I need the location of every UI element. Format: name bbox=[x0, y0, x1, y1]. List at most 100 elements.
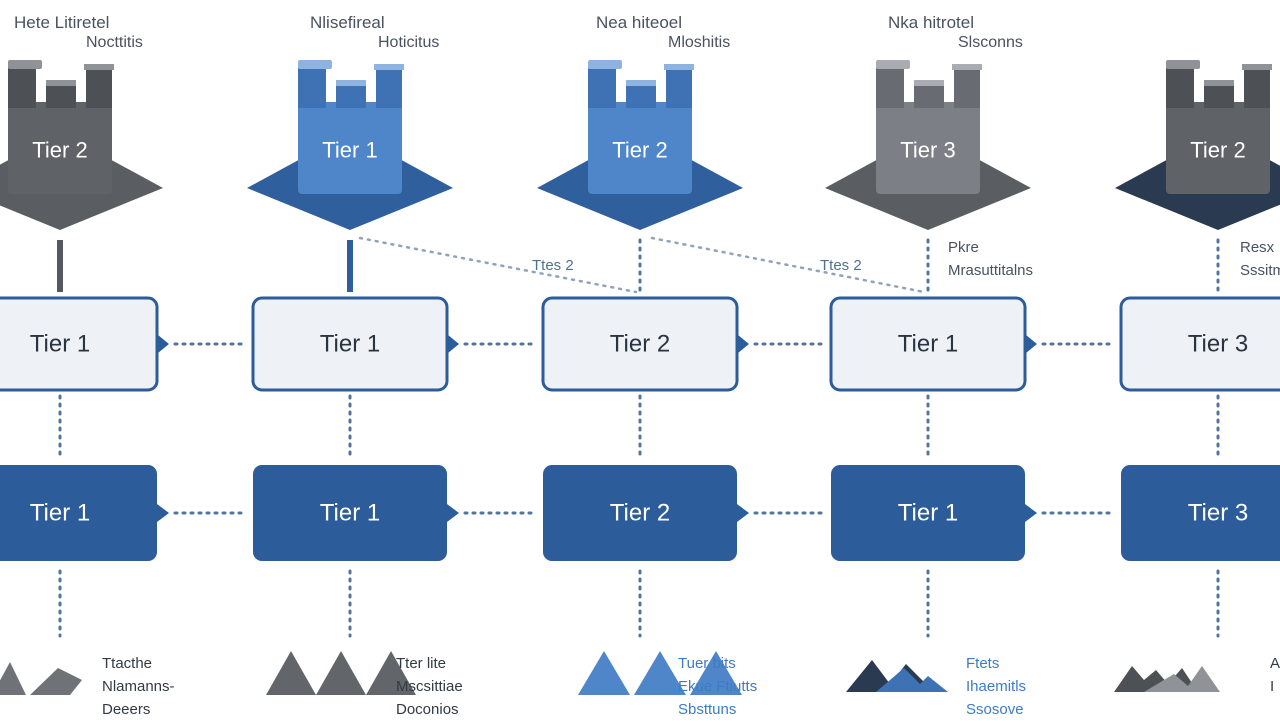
column-2-building-label: Tier 1 bbox=[322, 138, 377, 163]
column-3-building-label: Tier 2 bbox=[612, 138, 667, 163]
column-5-building-cap-left bbox=[1166, 60, 1200, 69]
column-5-building-tower-mid bbox=[1204, 84, 1234, 108]
column-2-footer-line-1: Tter lite bbox=[396, 655, 447, 672]
column-3-header-subtitle: Mloshitis bbox=[668, 34, 731, 51]
column-1-node-bottom bbox=[0, 465, 157, 561]
column-3-footer: Tuer bits Ekue Ftiutts Sbsttuns bbox=[678, 652, 757, 721]
column-2-building-cap-right bbox=[374, 64, 404, 70]
column-4-node-bottom-arrow bbox=[1025, 504, 1037, 522]
column-1-building-cap-mid bbox=[46, 80, 76, 86]
column-4-note-title: Pkre bbox=[948, 239, 979, 256]
column-3-node-bottom-label: Tier 2 bbox=[610, 500, 670, 527]
column-2-footer-line-2: Mscsittiae bbox=[396, 678, 463, 695]
column-2-header-subtitle: Hoticitus bbox=[378, 34, 440, 51]
column-2-building bbox=[298, 102, 402, 194]
column-4-node-bottom bbox=[831, 465, 1025, 561]
blue-triangles-icon bbox=[578, 651, 742, 695]
column-3-building-tower-right bbox=[666, 68, 692, 108]
column-1-node-bottom-label: Tier 1 bbox=[30, 500, 90, 527]
column-5-footer-line-1: A bbox=[1270, 655, 1280, 672]
column-1-header-subtitle: Nocttitis bbox=[86, 34, 143, 51]
column-4-node-top-arrow bbox=[1026, 335, 1037, 353]
column-4-building-cap-mid bbox=[914, 80, 944, 86]
column-2-building-cap-mid bbox=[336, 80, 366, 86]
column-3-node-bottom-arrow bbox=[737, 504, 749, 522]
column-4-building-tower-mid bbox=[914, 84, 944, 108]
column-1-building-tower-left bbox=[8, 68, 36, 108]
column-5-building-cap-mid bbox=[1204, 80, 1234, 86]
column-1-node-bottom-arrow bbox=[157, 504, 169, 522]
column-4-header-subtitle: Slsconns bbox=[958, 34, 1023, 51]
column-3-building-cap-left bbox=[588, 60, 622, 69]
column-3-node-bottom bbox=[543, 465, 737, 561]
column-5-building bbox=[1166, 102, 1270, 194]
column-2-footer: Tter lite Mscsittiae Doconios bbox=[396, 652, 463, 721]
column-2-node-top bbox=[251, 296, 449, 392]
column-2-node-top-label: Tier 1 bbox=[320, 331, 380, 358]
column-3-building-tower-left bbox=[588, 68, 616, 108]
column-2-building-tower-mid bbox=[336, 84, 366, 108]
column-3-node-top-arrow bbox=[738, 335, 749, 353]
column-2-header-title: Nlisefireal bbox=[310, 13, 385, 32]
diagonal-label-1: Ttes 2 bbox=[532, 257, 574, 274]
column-4-building-tower-right bbox=[954, 68, 980, 108]
column-3-footer-line-1: Tuer bits bbox=[678, 655, 736, 672]
column-1-footer-line-3: Deeers bbox=[102, 701, 151, 718]
column-5-note-title: Resx bbox=[1240, 239, 1275, 256]
column-3-node-top-label: Tier 2 bbox=[610, 331, 670, 358]
column-4-building-label: Tier 3 bbox=[900, 138, 955, 163]
column-1-building-label: Tier 2 bbox=[32, 138, 87, 163]
column-5-building-tower-left bbox=[1166, 68, 1194, 108]
column-2-node-bottom bbox=[253, 465, 447, 561]
column-1-footer-line-2: Nlamanns- bbox=[102, 678, 175, 695]
column-4-building-cap-right bbox=[952, 64, 982, 70]
column-4-footer: Ftets Ihaemitls Ssosove bbox=[966, 652, 1026, 721]
diagonal-connector-1 bbox=[358, 236, 638, 294]
column-5-footer-line-3: I bbox=[1270, 678, 1275, 695]
column-1-building-tower-mid bbox=[46, 84, 76, 108]
column-1-footer: Ttacthe Nlamanns- Deeers bbox=[102, 652, 175, 721]
column-3-building bbox=[588, 102, 692, 194]
column-3-node-top bbox=[541, 296, 739, 392]
column-4-note-subtitle: Mrasuttitalns bbox=[948, 262, 1034, 279]
column-3-footer-line-2: Ekue Ftiutts bbox=[678, 678, 758, 695]
column-4-footer-line-1: Ftets bbox=[966, 655, 1000, 672]
column-2-building-tower-left bbox=[298, 68, 326, 108]
column-3-building-tower-mid bbox=[626, 84, 656, 108]
column-4-building-cap-left bbox=[876, 60, 910, 69]
column-4-node-bottom-label: Tier 1 bbox=[898, 500, 958, 527]
column-1-footer-line-1: Ttacthe bbox=[102, 655, 153, 672]
column-4-header-title: Nka hitrotel bbox=[888, 13, 974, 32]
column-5-building-tower-right bbox=[1244, 68, 1270, 108]
column-5-node-top-label: Tier 3 bbox=[1188, 331, 1248, 358]
gray-mountains-icon bbox=[1114, 666, 1220, 692]
column-5-node-bottom bbox=[1121, 465, 1280, 561]
column-1-header-title: Hete Litiretel bbox=[14, 13, 110, 32]
column-3-building-cap-mid bbox=[626, 80, 656, 86]
column-5-node-top bbox=[1119, 296, 1280, 392]
column-2-node-bottom-label: Tier 1 bbox=[320, 500, 380, 527]
column-4-building bbox=[876, 102, 980, 194]
column-4-node-top bbox=[829, 296, 1027, 392]
column-1-node-top bbox=[0, 296, 159, 392]
column-1-building-cap-left bbox=[8, 60, 42, 69]
column-2-building-tower-right bbox=[376, 68, 402, 108]
column-4-node-top-label: Tier 1 bbox=[898, 331, 958, 358]
column-4-building-tower-left bbox=[876, 68, 904, 108]
column-2-node-top-arrow bbox=[448, 335, 459, 353]
column-5-building-cap-right bbox=[1242, 64, 1272, 70]
navy-mountains-icon bbox=[846, 660, 948, 692]
column-2-node-bottom-arrow bbox=[447, 504, 459, 522]
column-5-note-subtitle: Sssitm bbox=[1240, 262, 1280, 279]
column-1-node-top-arrow bbox=[158, 335, 169, 353]
gray-triangles-icon bbox=[0, 662, 82, 695]
column-4-footer-line-2: Ihaemitls bbox=[966, 678, 1027, 695]
column-3-header-title: Nea hiteoel bbox=[596, 13, 683, 32]
column-3-footer-line-3: Sbsttuns bbox=[678, 701, 737, 718]
column-2-building-cap-left bbox=[298, 60, 332, 69]
column-1-building-tower-right bbox=[86, 68, 112, 108]
column-1-node-top-label: Tier 1 bbox=[30, 331, 90, 358]
column-1-building-cap-right bbox=[84, 64, 114, 70]
diagonal-connector-2 bbox=[650, 236, 926, 294]
